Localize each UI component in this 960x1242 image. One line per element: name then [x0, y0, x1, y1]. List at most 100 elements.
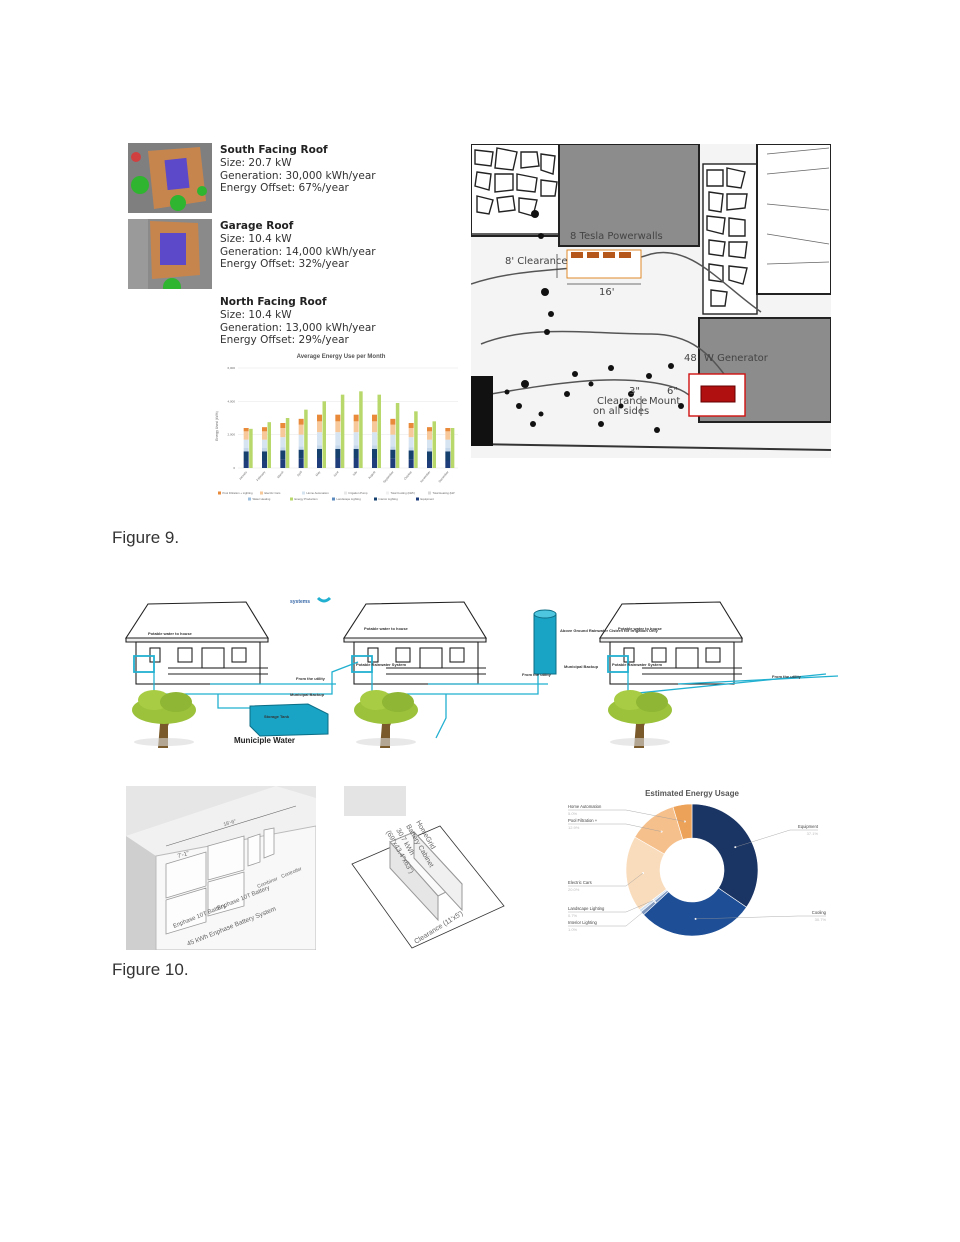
figure-10-caption: Figure 10.: [112, 960, 189, 979]
roof-size: Size: 20.7 kW: [220, 156, 292, 169]
potable-label-2: Potable water to house: [364, 626, 409, 631]
bar-segment: [445, 451, 451, 461]
water-systems-diagram: systems Municiple Water Potable water to…: [124, 596, 839, 748]
house-municipal: [124, 601, 269, 685]
roof-info-garage: Garage Roof Size: 10.4 kW Generation: 14…: [220, 220, 376, 271]
donut-slice-marker: [694, 917, 697, 920]
bar-segment: [243, 439, 249, 448]
roof-generation: Generation: 14,000 kWh/year: [220, 245, 376, 258]
rainwater-label: Potable Rainwater System: [356, 662, 406, 667]
bar-segment: [262, 427, 267, 432]
bar-segment: [262, 448, 267, 452]
bar-segment: [353, 432, 359, 446]
bar-chart-ylabel: Energy Used (kWh): [215, 411, 219, 441]
donut-value-label: 5.0%: [568, 811, 578, 816]
powerwall-units: [571, 252, 631, 258]
donut-leader-line: [568, 902, 656, 927]
bar-xtick-label: August: [367, 470, 376, 480]
bar-segment: [353, 448, 359, 458]
bar-segment: [427, 439, 432, 448]
legend-label: Total Heating (kW: [433, 491, 455, 495]
bar-segment: [390, 418, 396, 425]
bar-segment: [262, 460, 267, 468]
bar-ytick-label: 6,000: [227, 366, 235, 370]
legend-label: Equipment: [421, 497, 435, 501]
bar-segment: [317, 421, 322, 433]
bar-energy-production: [267, 422, 271, 468]
roof-title: Garage Roof: [220, 220, 294, 232]
storage-label: Storage Tank: [264, 714, 290, 719]
stone-wall-left: [471, 144, 560, 235]
bar-segment: [317, 458, 322, 468]
roof-offset: Energy Offset: 67%/year: [220, 182, 349, 195]
legend-swatch: [218, 491, 221, 495]
clear-6-label: 6": [667, 386, 678, 397]
bar-segment: [317, 448, 322, 458]
donut-leader-line: [568, 872, 644, 887]
house-outline: [558, 144, 700, 247]
bar-xtick-label: January: [238, 470, 248, 481]
bar-segment: [317, 414, 322, 422]
bar-segment: [445, 431, 451, 440]
bar-segment: [262, 431, 267, 440]
bar-xtick-label: October: [403, 470, 413, 481]
bar-segment: [390, 434, 396, 447]
figure-9-caption: Figure 9.: [112, 528, 180, 547]
generator-unit: [700, 385, 736, 403]
bar-energy-production: [432, 421, 436, 468]
clearance-8-label: 8' Clearance: [505, 256, 568, 267]
bar-ytick-label: 0: [233, 466, 235, 470]
roof-size: Size: 10.4 kW: [220, 308, 292, 321]
energy-usage-donut-chart: Estimated Energy Usage Equipment37.1%Coo…: [568, 789, 827, 937]
battery-dim-2: 18'-6": [223, 819, 237, 828]
bar-energy-production: [340, 394, 345, 468]
battery-dim-1: 7'-1": [177, 851, 190, 860]
systems-label: systems: [290, 599, 310, 605]
bar-segment: [335, 414, 341, 422]
roof-generation: Generation: 30,000 kWh/year: [220, 169, 376, 182]
roof-title: South Facing Roof: [220, 144, 328, 156]
bar-segment: [372, 432, 377, 446]
legend-label: Total Cooling (kWh): [391, 491, 415, 495]
legend-label: Electric Cars: [265, 491, 281, 495]
donut-label: Cooling: [812, 910, 827, 915]
legend-swatch: [332, 497, 335, 501]
bar-segment: [335, 458, 341, 468]
bar-segment: [298, 424, 304, 435]
bar-segment: [262, 439, 267, 448]
bar-segment: [243, 431, 249, 440]
bar-segment: [445, 460, 451, 468]
bar-segment: [280, 437, 286, 448]
potable-label-1: Potable water to house: [148, 631, 193, 636]
bar-segment: [372, 458, 377, 468]
bar-segment: [390, 424, 396, 435]
bar-segment: [298, 458, 304, 468]
bar-segment: [243, 460, 249, 468]
bar-segment: [427, 451, 432, 461]
legend-label: Water Heating: [253, 497, 271, 501]
donut-value-label: 30.7%: [815, 917, 827, 922]
roof-offset: Energy Offset: 32%/year: [220, 258, 349, 271]
bar-segment: [353, 414, 359, 422]
bar-segment: [445, 428, 451, 432]
bar-segment: [445, 448, 451, 452]
legend-label: Landscape Lighting: [337, 497, 362, 501]
bar-segment: [372, 414, 377, 422]
bar-segment: [298, 418, 304, 425]
roof-info-south: South Facing Roof Size: 20.7 kW Generati…: [220, 144, 376, 195]
bar-segment: [280, 447, 286, 451]
mount-label: Mount: [649, 396, 680, 407]
donut-value-label: 12.9%: [568, 825, 580, 830]
bar-ytick-label: 2,000: [227, 433, 235, 437]
legend-swatch: [428, 491, 431, 495]
legend-label: Irrigation Pump: [349, 491, 368, 495]
roof-generation: Generation: 13,000 kWh/year: [220, 321, 376, 334]
vegetation-dots: [504, 210, 684, 433]
bar-segment: [390, 449, 396, 459]
potable-label-3: Potable water to house: [618, 626, 663, 631]
bar-segment: [408, 428, 414, 438]
donut-leader-line: [568, 900, 654, 913]
legend-label: Pool Filtration + Lighting: [223, 491, 254, 495]
legend-label: Home Automation: [307, 491, 330, 495]
donut-leader-line: [695, 915, 826, 920]
